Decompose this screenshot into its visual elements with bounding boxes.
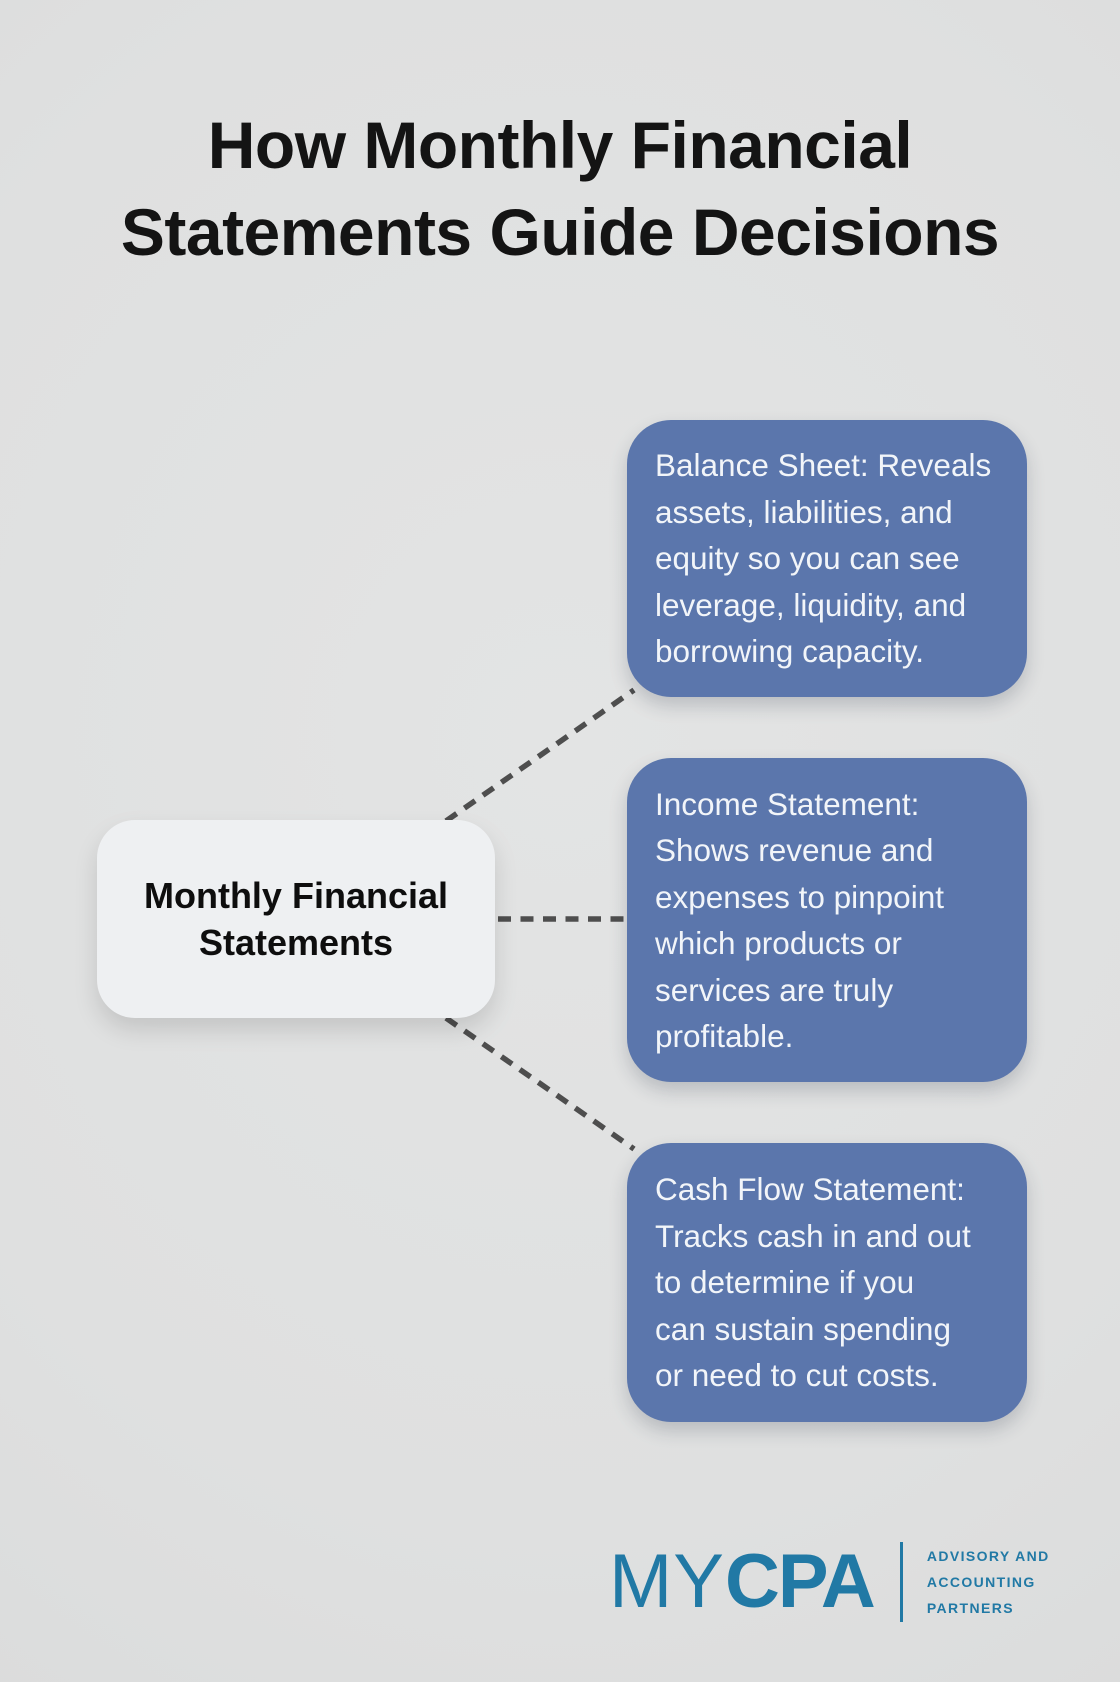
branch-income-statement-line: expenses to pinpoint [655,878,944,915]
branch-balance-sheet-line: borrowing capacity. [655,633,925,670]
branch-balance-sheet-line: Balance Sheet: Reveals [655,447,992,484]
branch-cash-flow-line: Tracks cash in and out [655,1217,971,1254]
page-title-line-2: Statements Guide Decisions [120,195,1000,269]
connector-balance-sheet [444,687,636,824]
logo-wordmark-my: MY [609,1539,725,1624]
connector-cash-flow [444,1015,636,1152]
logo-wordmark-cpa: CPA [725,1539,876,1624]
logo-tagline-line: PARTNERS [926,1600,1014,1616]
branch-cash-flow: Cash Flow Statement: Tracks cash in and … [627,1143,1027,1422]
page-title-line-1: How Monthly Financial [207,108,913,182]
branch-cash-flow-line: to determine if you [655,1264,915,1301]
branch-income-statement-line: which products or [655,925,902,961]
branch-income-statement-line: Income Statement: [655,785,920,822]
branch-income-statement-line: Shows revenue and [655,832,934,868]
logo-divider [899,1542,903,1622]
branch-income-statement-line: profitable. [655,1018,794,1054]
branch-income-statement: Income Statement: Shows revenue and expe… [627,758,1027,1082]
branch-balance-sheet-line: equity so you can see [655,540,960,577]
branch-income-statement-line: services are truly [655,971,894,1008]
branch-cash-flow-line: can sustain spending [655,1310,951,1347]
logo: MYCPA ADVISORY AND ACCOUNTING PARTNERS [609,1541,1050,1623]
center-node-label: Monthly Financial Statements [143,875,448,963]
page-title: How Monthly Financial Statements Guide D… [0,102,1120,276]
branch-balance-sheet-line: assets, liabilities, and [655,493,953,530]
branch-balance-sheet: Balance Sheet: Reveals assets, liabiliti… [627,420,1027,697]
logo-wordmark: MYCPA [609,1544,876,1620]
branch-balance-sheet-line: leverage, liquidity, and [655,586,967,623]
branch-cash-flow-line: Cash Flow Statement: [655,1171,965,1208]
center-node: Monthly Financial Statements [97,820,495,1018]
logo-tagline: ADVISORY AND ACCOUNTING PARTNERS [927,1543,1050,1621]
branch-cash-flow-line: or need to cut costs. [655,1357,939,1394]
logo-tagline-line: ACCOUNTING [926,1574,1036,1590]
logo-tagline-line: ADVISORY AND [926,1548,1050,1564]
